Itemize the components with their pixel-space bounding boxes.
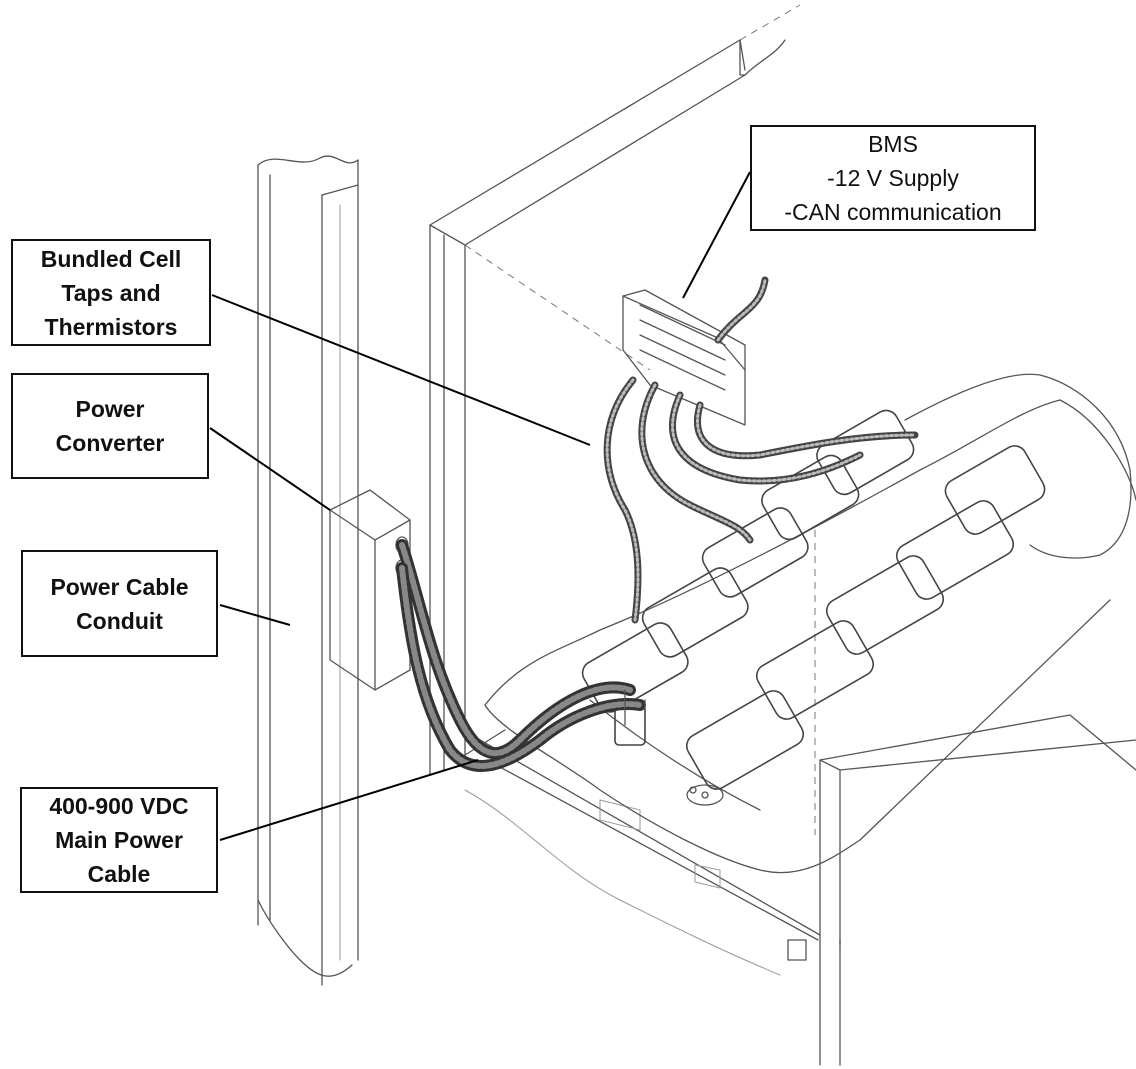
bundled-cell-taps-label: Bundled Cell Taps and Thermistors xyxy=(11,239,211,346)
main-power-cable-label: 400-900 VDC Main Power Cable xyxy=(20,787,218,893)
bms-label-line1: BMS xyxy=(868,127,918,161)
bundled-cell-taps-line3: Thermistors xyxy=(45,310,178,344)
conduit-post xyxy=(258,156,358,985)
main-power-cables xyxy=(402,545,645,766)
main-power-cable-line1: 400-900 VDC xyxy=(49,789,188,823)
bms-label-line2: -12 V Supply xyxy=(827,161,959,195)
main-cable-leader xyxy=(220,760,478,840)
conduit-leader xyxy=(220,605,290,625)
bms-leader xyxy=(683,172,750,298)
power-cable-conduit-line1: Power Cable xyxy=(50,570,188,604)
power-converter-line2: Converter xyxy=(56,426,165,460)
main-power-cable-line3: Cable xyxy=(88,857,151,891)
bms-label-line3: -CAN communication xyxy=(784,195,1001,229)
battery-tray xyxy=(485,374,1136,872)
power-converter-line1: Power xyxy=(75,392,144,426)
bms-label: BMS -12 V Supply -CAN communication xyxy=(750,125,1036,231)
power-cable-conduit-label: Power Cable Conduit xyxy=(21,550,218,657)
bundled-cell-taps-line2: Taps and xyxy=(61,276,160,310)
power-cable-conduit-line2: Conduit xyxy=(76,604,163,638)
bundled-cell-taps-line1: Bundled Cell xyxy=(41,242,182,276)
power-converter-box xyxy=(330,490,410,690)
main-power-cable-line2: Main Power xyxy=(55,823,183,857)
power-converter-label: Power Converter xyxy=(11,373,209,479)
cell-tap-wires xyxy=(607,380,915,620)
bundled-taps-leader xyxy=(212,295,590,445)
